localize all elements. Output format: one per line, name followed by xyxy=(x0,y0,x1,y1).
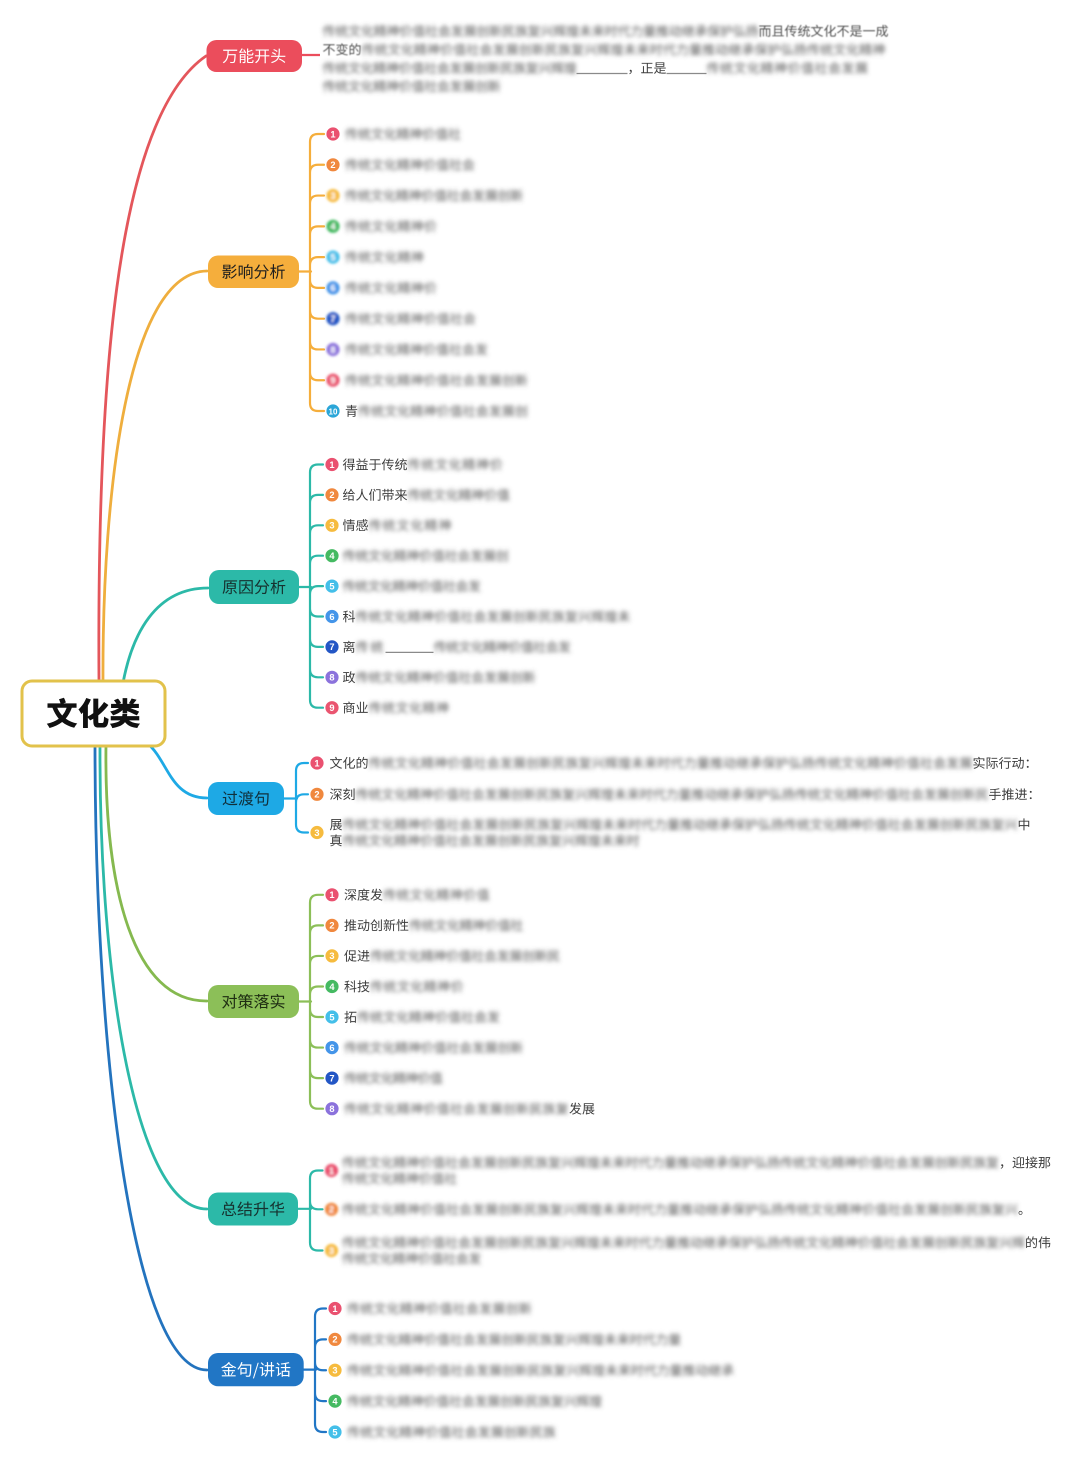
svg-text:4: 4 xyxy=(329,551,335,561)
svg-text:7: 7 xyxy=(329,1073,334,1083)
svg-text:3: 3 xyxy=(329,521,334,531)
svg-text:2: 2 xyxy=(329,921,334,931)
svg-text:3: 3 xyxy=(329,951,334,961)
svg-text:3: 3 xyxy=(332,1366,337,1376)
svg-text:8: 8 xyxy=(329,1104,334,1114)
svg-text:1: 1 xyxy=(332,1304,337,1314)
svg-text:3: 3 xyxy=(329,1246,334,1256)
svg-text:7: 7 xyxy=(330,314,335,324)
svg-text:1: 1 xyxy=(329,460,334,470)
svg-text:3: 3 xyxy=(314,828,319,838)
svg-text:2: 2 xyxy=(329,1205,334,1215)
svg-text:2: 2 xyxy=(332,1335,337,1345)
svg-text:8: 8 xyxy=(329,673,334,683)
svg-text:5: 5 xyxy=(330,252,335,262)
svg-text:10: 10 xyxy=(329,407,338,416)
svg-text:1: 1 xyxy=(329,890,334,900)
svg-text:6: 6 xyxy=(330,283,335,293)
svg-text:9: 9 xyxy=(330,376,335,386)
svg-text:8: 8 xyxy=(330,345,335,355)
svg-text:5: 5 xyxy=(332,1427,337,1437)
svg-text:1: 1 xyxy=(314,758,319,768)
svg-text:7: 7 xyxy=(329,642,334,652)
svg-text:4: 4 xyxy=(330,222,336,232)
svg-text:2: 2 xyxy=(329,490,334,500)
svg-text:6: 6 xyxy=(329,612,334,622)
svg-text:2: 2 xyxy=(330,160,335,170)
svg-text:6: 6 xyxy=(329,1043,334,1053)
svg-text:1: 1 xyxy=(330,129,335,139)
svg-text:9: 9 xyxy=(329,703,334,713)
svg-text:5: 5 xyxy=(329,1012,334,1022)
svg-text:3: 3 xyxy=(330,191,335,201)
svg-text:4: 4 xyxy=(332,1396,338,1406)
svg-text:5: 5 xyxy=(329,581,334,591)
svg-text:1: 1 xyxy=(329,1166,334,1176)
svg-text:2: 2 xyxy=(314,790,319,800)
svg-text:4: 4 xyxy=(329,982,335,992)
